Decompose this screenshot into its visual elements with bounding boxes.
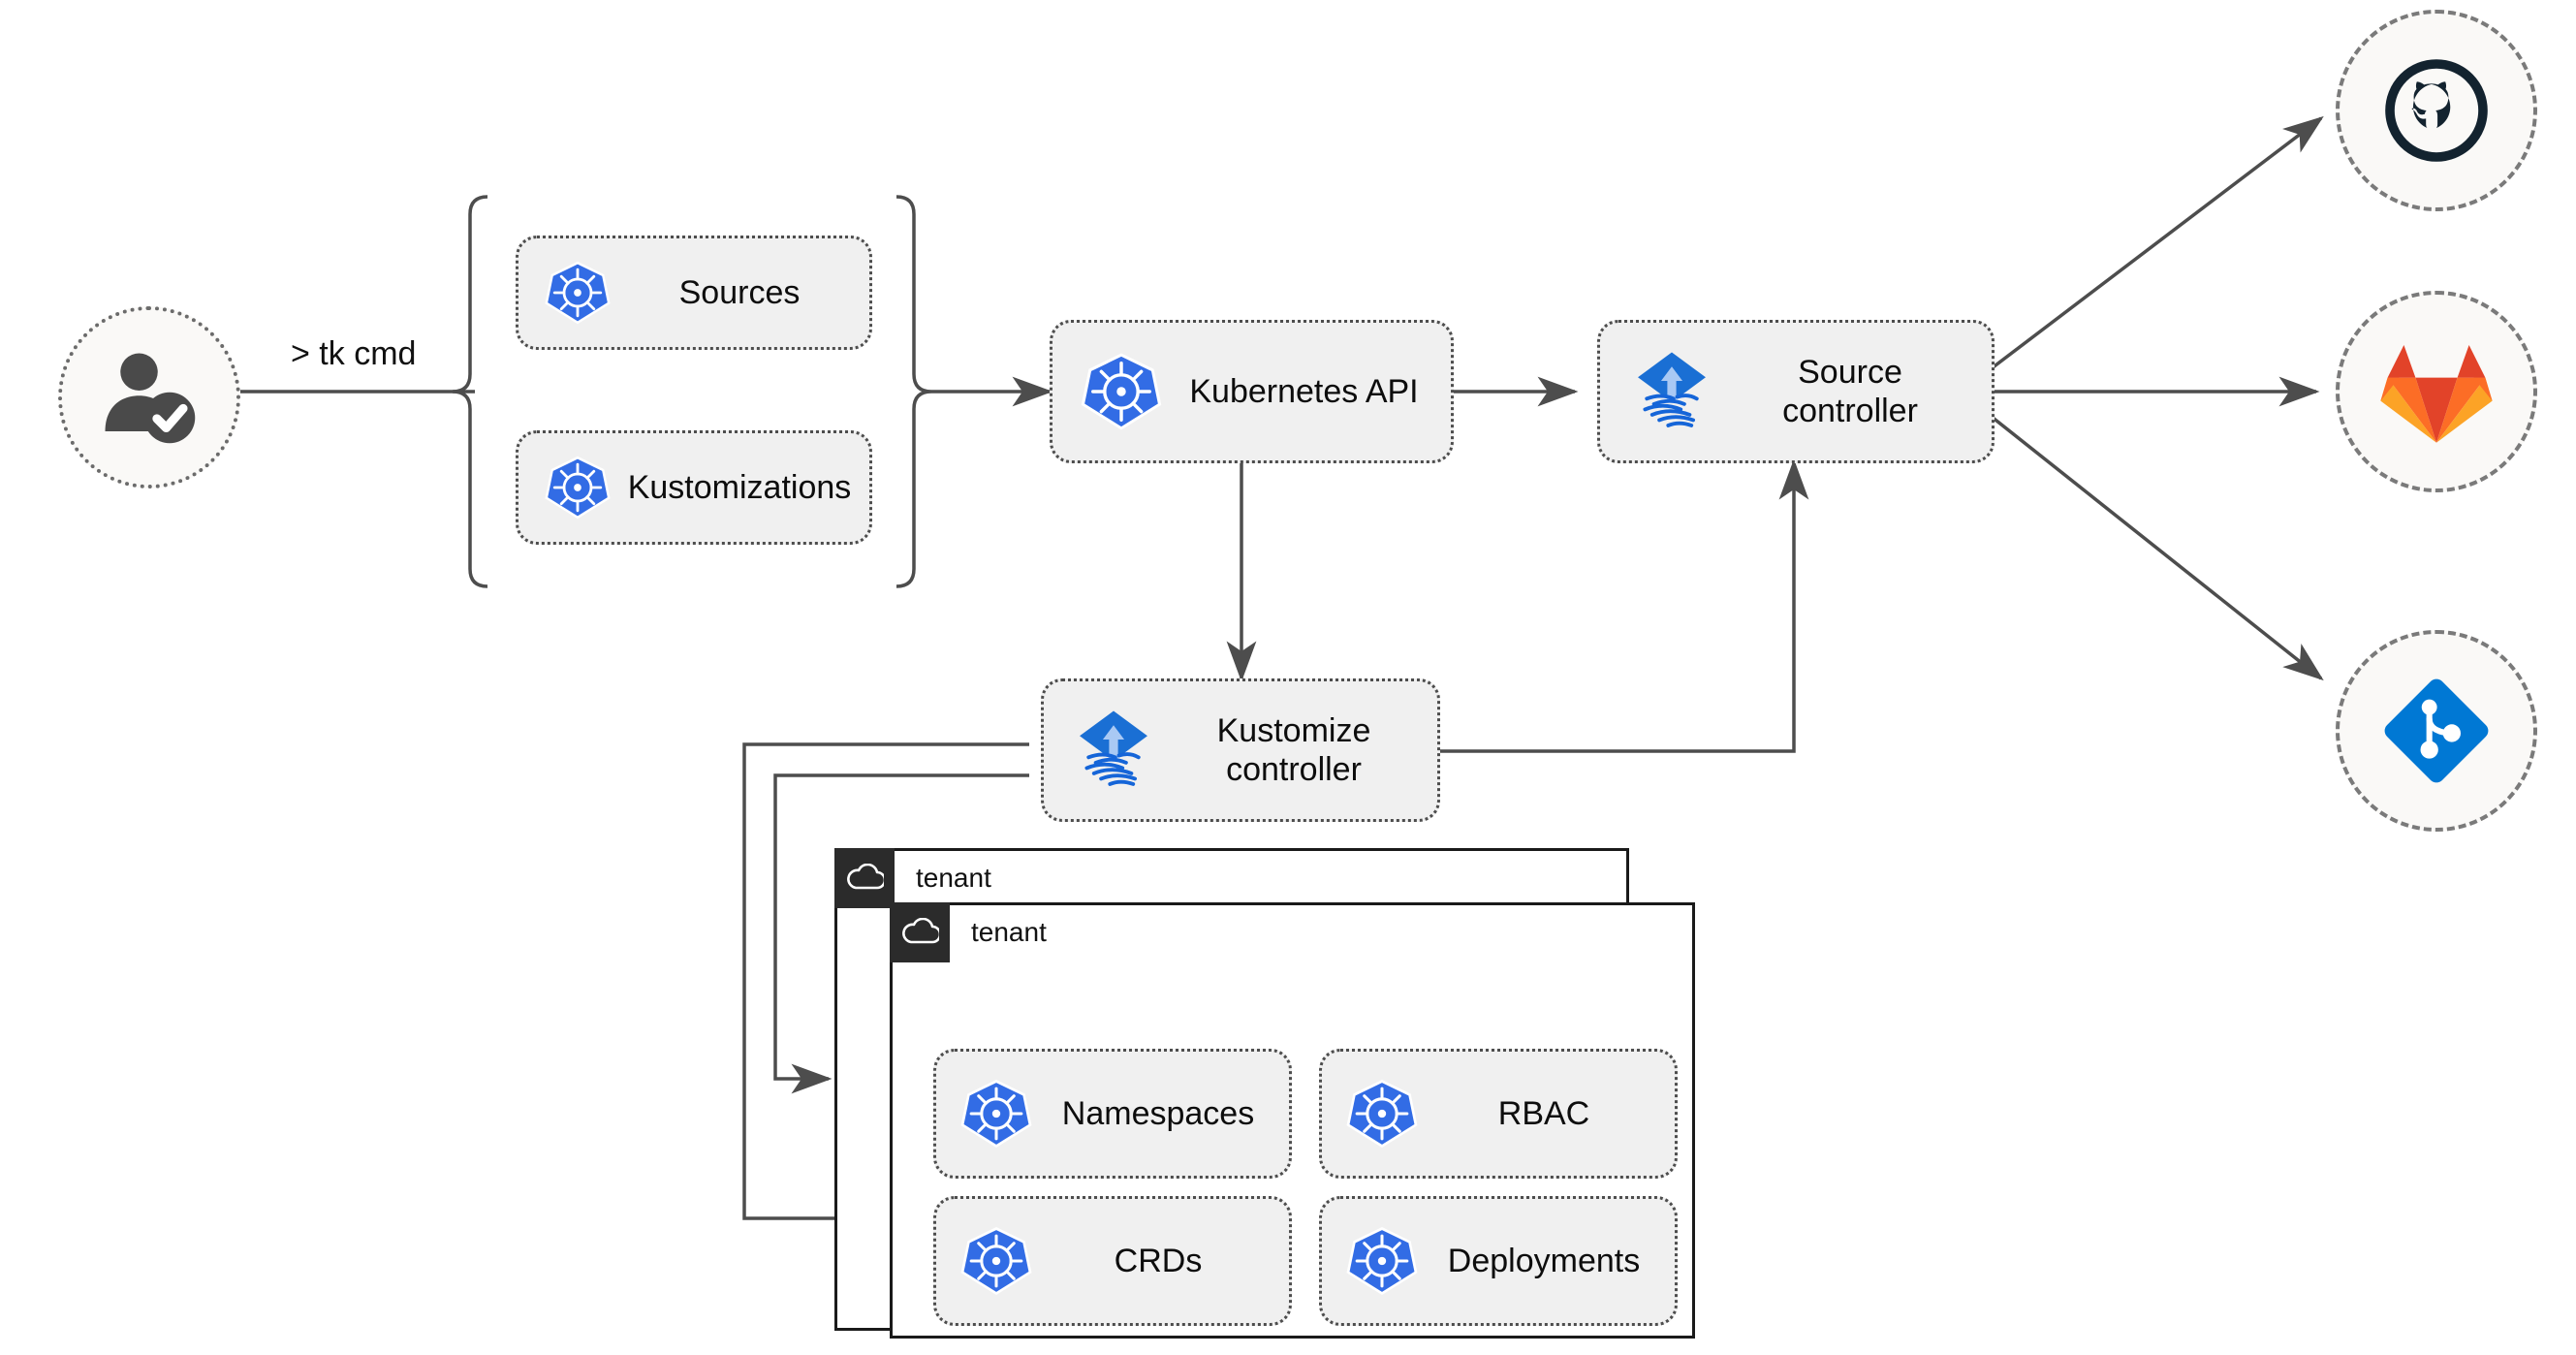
tenant-tabbar: tenant — [834, 848, 991, 908]
node-sources[interactable]: Sources — [516, 236, 872, 350]
node-label: Deployments — [1447, 1242, 1641, 1279]
node-kustomize-controller[interactable]: Kustomize controller — [1041, 678, 1440, 822]
node-namespaces[interactable]: Namespaces — [933, 1049, 1292, 1179]
kubernetes-icon — [518, 259, 625, 327]
node-deployments[interactable]: Deployments — [1319, 1196, 1678, 1326]
kubernetes-icon — [1322, 1077, 1429, 1150]
node-label: CRDs — [1114, 1242, 1203, 1279]
user-check-icon — [105, 353, 196, 444]
node-label: Kustomize controller — [1216, 711, 1371, 788]
kubernetes-icon — [1052, 350, 1173, 433]
command-label: > tk cmd — [291, 335, 417, 372]
gitlab-icon — [2380, 345, 2493, 443]
brace-left — [452, 195, 488, 588]
node-source-controller[interactable]: Source controller — [1597, 320, 1995, 463]
flux-icon — [1044, 706, 1166, 795]
edge-source-to-azure — [1990, 415, 2324, 681]
provider-github[interactable] — [2336, 10, 2537, 211]
tenant-tabbar: tenant — [890, 902, 1047, 962]
tenant-window-2[interactable]: tenant Namespaces — [890, 902, 1695, 1339]
provider-azure-repos[interactable] — [2336, 630, 2537, 832]
node-kubernetes-api[interactable]: Kubernetes API — [1050, 320, 1454, 463]
node-label: Sources — [678, 273, 801, 311]
azure-repos-icon — [2384, 678, 2489, 783]
cloud-icon — [890, 902, 950, 962]
node-label: Namespaces — [1061, 1094, 1255, 1132]
actor-user-circle — [58, 306, 240, 488]
node-label: Kubernetes API — [1189, 372, 1419, 410]
flux-icon — [1600, 347, 1724, 436]
kubernetes-icon — [936, 1077, 1043, 1150]
brace-right — [895, 195, 932, 588]
node-label: Kustomizations — [627, 468, 852, 506]
edge-source-to-github — [1990, 115, 2324, 370]
node-crds[interactable]: CRDs — [933, 1196, 1292, 1326]
tenant-name: tenant — [916, 863, 991, 893]
cloud-icon — [834, 848, 895, 908]
provider-gitlab[interactable] — [2336, 291, 2537, 492]
node-label: RBAC — [1497, 1094, 1590, 1132]
edge-kustomize-to-source — [1440, 458, 1809, 753]
node-rbac[interactable]: RBAC — [1319, 1049, 1678, 1179]
kubernetes-icon — [518, 454, 625, 521]
node-label: Source controller — [1782, 353, 1918, 429]
tenant-name: tenant — [971, 917, 1047, 947]
kubernetes-icon — [1322, 1224, 1429, 1298]
node-kustomizations[interactable]: Kustomizations — [516, 430, 872, 545]
kubernetes-icon — [936, 1224, 1043, 1298]
github-icon — [2385, 59, 2488, 162]
